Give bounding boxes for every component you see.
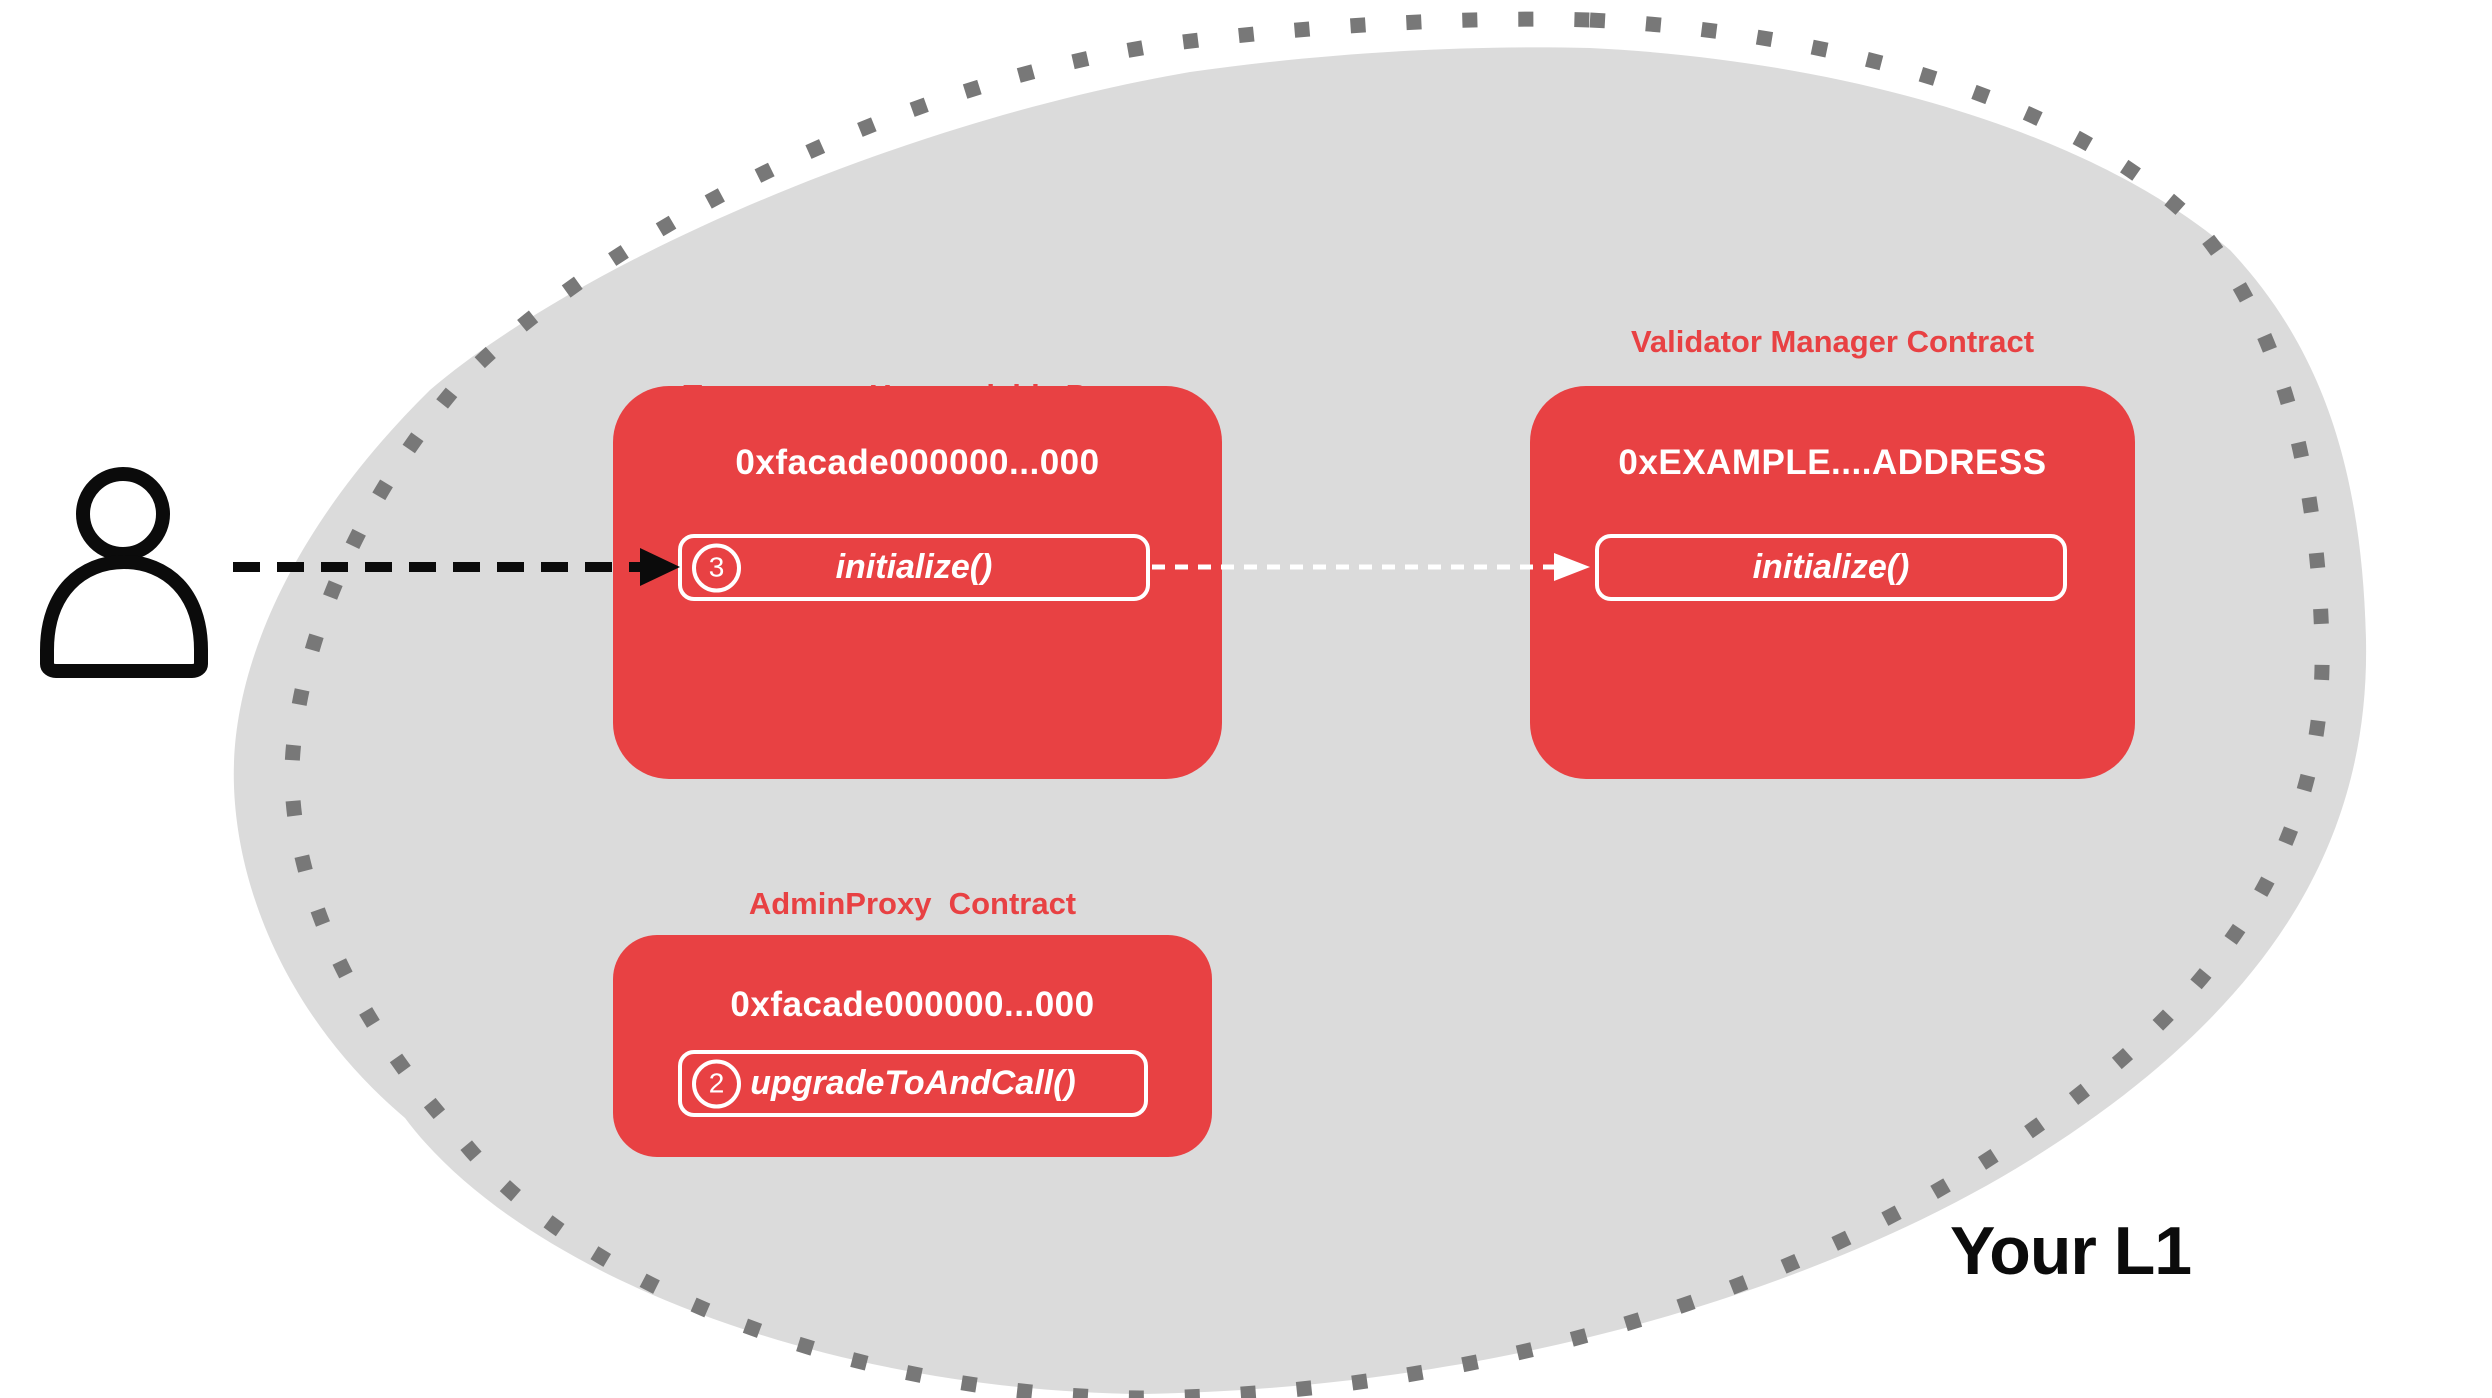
title-admin-proxy: AdminProxy Contract xyxy=(748,886,1077,921)
contract-address: 0xEXAMPLE....ADDRESS xyxy=(1618,443,2047,482)
method-label: initialize() xyxy=(1752,548,1910,586)
contract-address: 0xfacade000000...000 xyxy=(730,985,1095,1024)
step-number-badge: 3 xyxy=(692,543,741,592)
contract-box-admin-proxy: 0xfacade000000...000 2 upgradeToAndCall(… xyxy=(613,935,1212,1157)
method-pill-upgrade-to-and-call: 2 upgradeToAndCall() xyxy=(678,1050,1148,1117)
region-label: Your L1 xyxy=(1950,1213,2192,1289)
contract-box-validator-manager: 0xEXAMPLE....ADDRESS initialize() xyxy=(1530,386,2135,779)
method-pill-validator-initialize: initialize() xyxy=(1595,534,2067,601)
user-icon xyxy=(40,467,208,678)
contract-address: 0xfacade000000...000 xyxy=(735,443,1100,482)
title-validator-manager: Validator Manager Contract xyxy=(1630,324,2035,359)
method-label: initialize() xyxy=(835,548,993,586)
step-number-badge: 2 xyxy=(692,1059,741,1108)
method-label: upgradeToAndCall() xyxy=(750,1064,1076,1102)
contract-box-transparent-proxy: 0xfacade000000...000 3 initialize() xyxy=(613,386,1222,779)
method-pill-proxy-initialize: 3 initialize() xyxy=(678,534,1150,601)
